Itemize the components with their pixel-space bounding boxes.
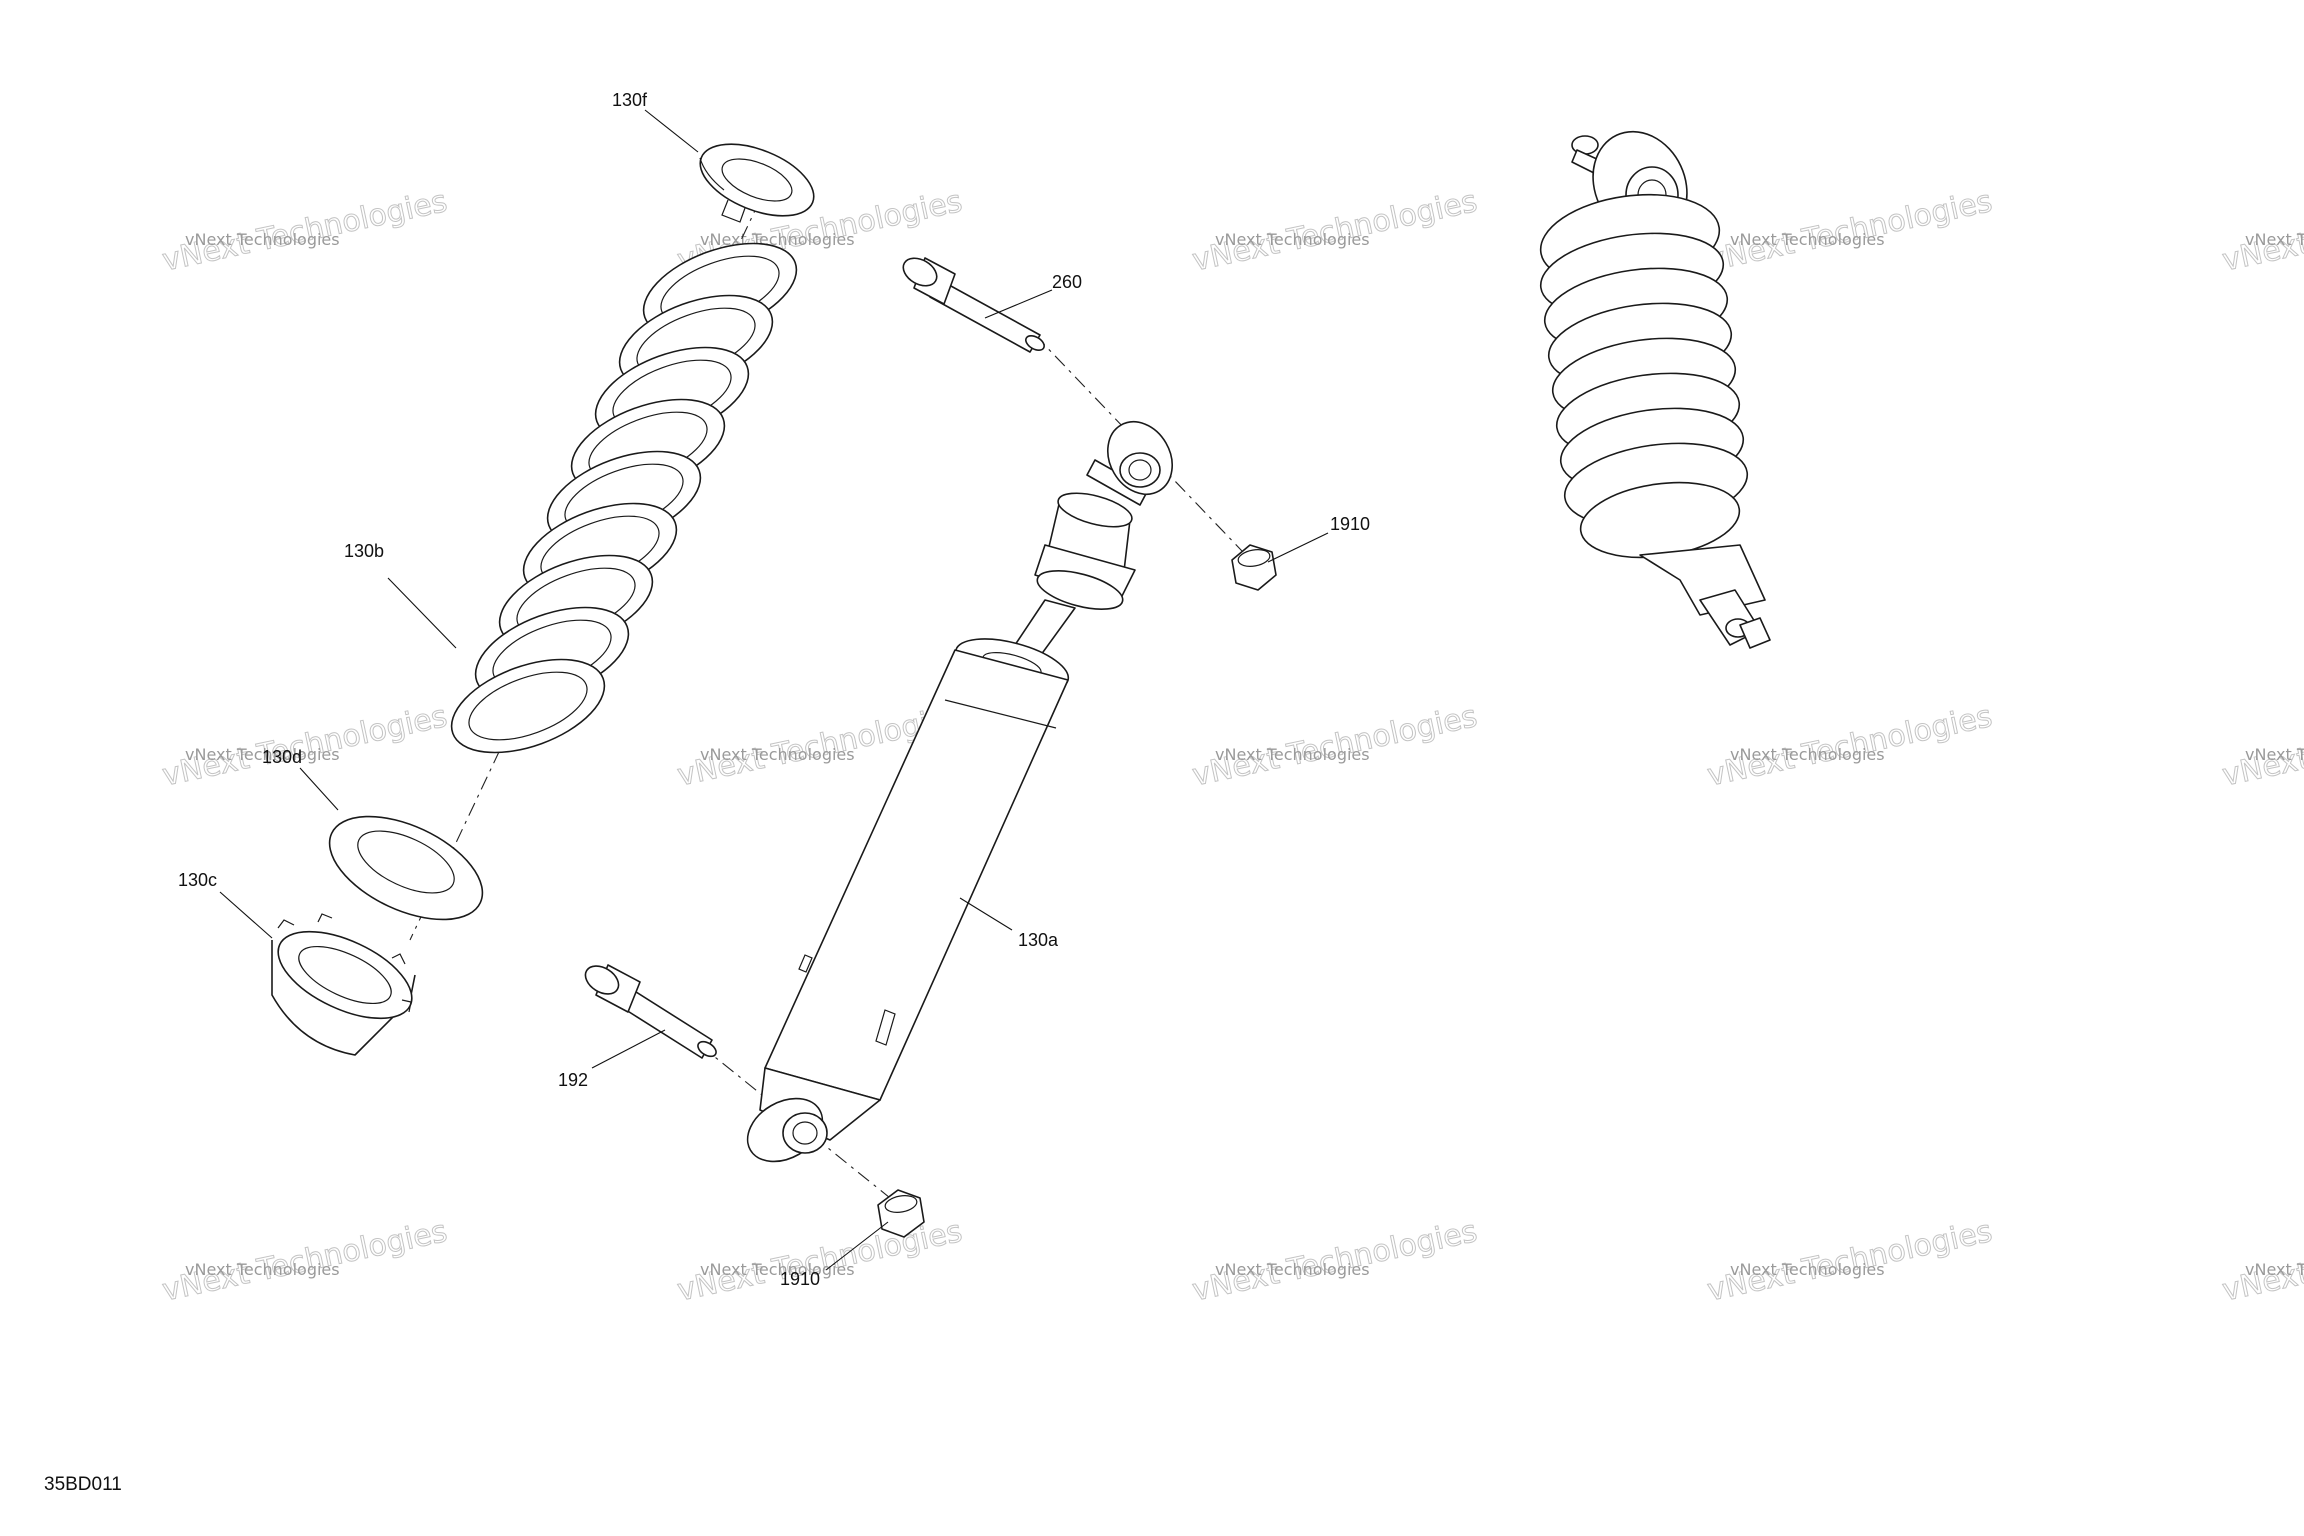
callout-192: 192	[558, 1070, 588, 1090]
callout-130d: 130d	[262, 747, 302, 767]
lower-bolt-192	[584, 964, 717, 1059]
watermark: vNext Technologies vNext Technologies	[1189, 1213, 1481, 1309]
watermark: vNext Technologies vNext Technologies	[159, 1213, 451, 1309]
leader-lines	[219, 109, 1329, 1271]
leader-130f	[644, 109, 699, 153]
watermark-text-small: vNext Technologies	[185, 230, 340, 249]
watermark: vNext Technologies vNext Technologies	[2219, 698, 2304, 794]
spring-retainer-130f	[699, 143, 815, 223]
callout-130b: 130b	[344, 541, 384, 561]
leader-260	[984, 289, 1053, 319]
watermark: vNext Technologies vNext Technologies	[1704, 1213, 1996, 1309]
watermark: vNext Technologies vNext Technologies	[2219, 183, 2304, 279]
upper-nut-1910	[1231, 544, 1277, 591]
watermark-text-small: vNext Technologies	[1215, 230, 1370, 249]
watermark-text-small: vNext Technologies	[2245, 230, 2304, 249]
callout-260: 260	[1052, 272, 1082, 292]
watermark: vNext Technologies vNext Technologies	[674, 1213, 966, 1309]
lower-nut-1910	[877, 1189, 925, 1238]
watermark-text-small: vNext Technologies	[2245, 1260, 2304, 1279]
leader-1910	[1267, 532, 1329, 563]
callout-labels: 130f 260 1910 130b 130d 130c 130a 192 19…	[178, 90, 1370, 1289]
watermark-text-small: vNext Technologies	[700, 1260, 855, 1279]
leader-130d	[299, 767, 339, 811]
watermark: vNext Technologies vNext Technologies	[159, 183, 451, 279]
watermark: vNext Technologies vNext Technologies	[1189, 183, 1481, 279]
drawing-id: 35BD011	[44, 1474, 122, 1495]
watermark: vNext Technologies vNext Technologies	[1189, 698, 1481, 794]
assembled-shock	[1539, 130, 1771, 649]
watermark-text-small: vNext Technologies	[185, 745, 340, 764]
watermark-text-small: vNext Technologies	[1215, 745, 1370, 764]
watermark-text-small: vNext Technologies	[700, 230, 855, 249]
upper-bolt-260	[902, 257, 1045, 353]
watermark: vNext Technologies vNext Technologies	[2219, 1213, 2304, 1309]
watermark: vNext Technologies vNext Technologies	[1704, 698, 1996, 794]
watermark-text-small: vNext Technologies	[1730, 745, 1885, 764]
watermark-text-small: vNext Technologies	[2245, 745, 2304, 764]
watermark-text-small: vNext Technologies	[185, 1260, 340, 1279]
callout-130c: 130c	[178, 870, 217, 890]
adjuster-ring-130c	[271, 913, 416, 1056]
watermark-text-small: vNext Technologies	[700, 745, 855, 764]
callout-130f: 130f	[612, 90, 648, 110]
leader-130c	[219, 891, 273, 939]
callout-1910b: 1910	[780, 1269, 820, 1289]
watermark-text-small: vNext Technologies	[1730, 1260, 1885, 1279]
leader-1910b	[825, 1221, 889, 1271]
callout-130a: 130a	[1018, 930, 1059, 950]
shock-absorber-130a	[746, 421, 1173, 1163]
callout-1910: 1910	[1330, 514, 1370, 534]
watermark: vNext Technologies vNext Technologies	[159, 698, 451, 794]
watermark-text-small: vNext Technologies	[1215, 1260, 1370, 1279]
leader-130a	[959, 897, 1013, 931]
coil-spring-130b	[450, 242, 798, 754]
watermark-text-small: vNext Technologies	[1730, 230, 1885, 249]
watermark: vNext Technologies vNext Technologies	[1704, 183, 1996, 279]
spring-seat-washer-130d	[328, 815, 484, 921]
leader-130b	[387, 577, 457, 649]
leader-192	[591, 1029, 666, 1069]
